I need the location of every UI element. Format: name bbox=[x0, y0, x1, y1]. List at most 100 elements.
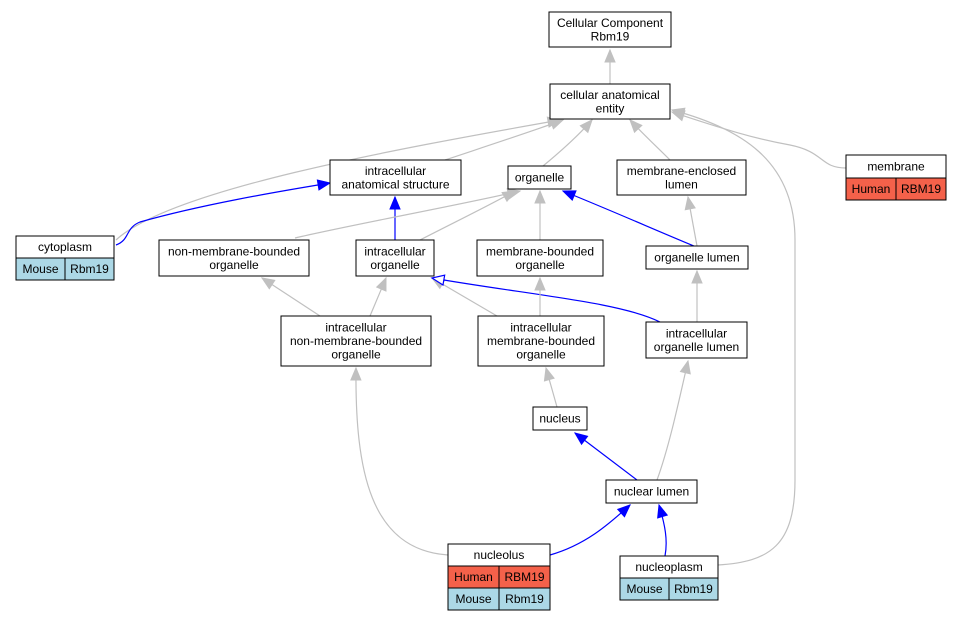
edge-line bbox=[549, 504, 631, 556]
edge-nuo-to-inmbo bbox=[350, 366, 449, 556]
node-outline bbox=[645, 245, 749, 270]
node-label-line: cytoplasm bbox=[38, 240, 92, 254]
node-label-line: nucleoplasm bbox=[635, 560, 702, 574]
node-label-line: cellular anatomical bbox=[560, 88, 659, 102]
node-outline bbox=[476, 239, 604, 277]
node-label-line: nucleus bbox=[539, 412, 580, 426]
edge-line bbox=[671, 109, 796, 566]
edge-line bbox=[574, 432, 638, 481]
node-nl[interactable]: nuclear lumen bbox=[605, 479, 698, 504]
arrow-head-icon bbox=[684, 195, 696, 211]
species-label: Mouse bbox=[626, 582, 662, 596]
node-outline bbox=[477, 315, 605, 367]
arrow-head-icon bbox=[629, 119, 643, 134]
edge-line bbox=[671, 111, 847, 169]
node-outline bbox=[645, 321, 748, 359]
node-nuc[interactable]: nucleus bbox=[532, 406, 588, 431]
edge-nl-to-nuc bbox=[573, 432, 638, 481]
edge-nup-to-nl bbox=[657, 503, 669, 557]
node-label-line: lumen bbox=[665, 177, 698, 191]
node-outline bbox=[355, 239, 435, 277]
edge-mel-to-cae bbox=[629, 119, 671, 161]
arrow-head-icon bbox=[543, 366, 555, 382]
node-org[interactable]: organelle bbox=[507, 165, 572, 190]
node-label-line: membrane-enclosed bbox=[627, 164, 736, 178]
node-label-line: organelle lumen bbox=[654, 340, 739, 354]
edge-org-to-cae bbox=[542, 119, 593, 167]
edge-line bbox=[562, 190, 695, 247]
arrow-head-icon bbox=[604, 48, 616, 63]
edge-line bbox=[444, 119, 564, 161]
node-outline bbox=[605, 479, 698, 504]
node-label-line: nucleolus bbox=[474, 548, 525, 562]
arrow-head-icon bbox=[691, 269, 703, 284]
node-label-line: organelle lumen bbox=[654, 251, 739, 265]
node-label-line: Cellular Component bbox=[557, 16, 664, 30]
edge-line bbox=[419, 190, 516, 241]
arrow-head-icon bbox=[579, 119, 593, 134]
edge-nl-to-iol bbox=[656, 359, 691, 481]
node-ol[interactable]: organelle lumen bbox=[645, 245, 749, 270]
edge-line bbox=[355, 367, 449, 556]
arrow-head-icon bbox=[389, 195, 401, 210]
node-label-line: membrane-bounded bbox=[486, 244, 594, 258]
arrow-head-icon bbox=[430, 274, 446, 286]
node-outline bbox=[507, 165, 572, 190]
edge-ias-to-cae bbox=[444, 118, 565, 161]
node-label-line: intracellular bbox=[325, 321, 386, 335]
edge-io-to-org bbox=[419, 190, 517, 241]
edges-layer bbox=[115, 48, 847, 566]
edge-line bbox=[656, 360, 689, 481]
edge-nup-to-cae bbox=[670, 107, 796, 566]
node-label-line: membrane bbox=[867, 160, 925, 174]
species-label: Mouse bbox=[455, 592, 491, 606]
edge-inmbo-to-nmbo bbox=[260, 277, 321, 317]
node-label-box bbox=[616, 159, 747, 196]
gene-label: Rbm19 bbox=[674, 582, 713, 596]
edge-cyt-to-ias bbox=[115, 179, 332, 246]
node-inmbo[interactable]: intracellularnon-membrane-boundedorganel… bbox=[280, 315, 432, 367]
node-outline bbox=[845, 154, 947, 201]
arrow-head-icon bbox=[534, 189, 546, 204]
node-outline bbox=[532, 406, 588, 431]
arrow-head-icon bbox=[679, 359, 691, 375]
node-label-line: organelle bbox=[331, 348, 381, 362]
node-label-line: intracellular bbox=[364, 244, 425, 258]
node-outline bbox=[280, 315, 432, 367]
node-label-line: organelle bbox=[370, 258, 420, 272]
arrow-head-icon bbox=[375, 276, 387, 292]
arrow-head-icon bbox=[561, 190, 577, 202]
edge-io-to-ias bbox=[389, 195, 401, 240]
gene-label: Rbm19 bbox=[505, 592, 544, 606]
edge-iol-to-io bbox=[430, 274, 661, 323]
edge-mbo-to-org bbox=[534, 189, 546, 240]
arrow-head-icon bbox=[657, 503, 669, 519]
edge-mem-to-cae bbox=[670, 110, 847, 169]
gene-label: Rbm19 bbox=[70, 262, 109, 276]
node-label-line: organelle bbox=[209, 258, 259, 272]
arrow-head-icon bbox=[260, 277, 276, 290]
gene-label: RBM19 bbox=[901, 182, 941, 196]
species-label: Human bbox=[852, 182, 891, 196]
arrow-head-icon bbox=[616, 504, 631, 518]
node-outline bbox=[616, 159, 747, 196]
edge-imbo-to-mbo bbox=[534, 276, 546, 316]
arrow-head-icon bbox=[501, 190, 517, 203]
arrow-head-icon bbox=[573, 432, 589, 446]
node-label-line: organelle bbox=[515, 171, 565, 185]
node-label-line: intracellular bbox=[510, 321, 571, 335]
